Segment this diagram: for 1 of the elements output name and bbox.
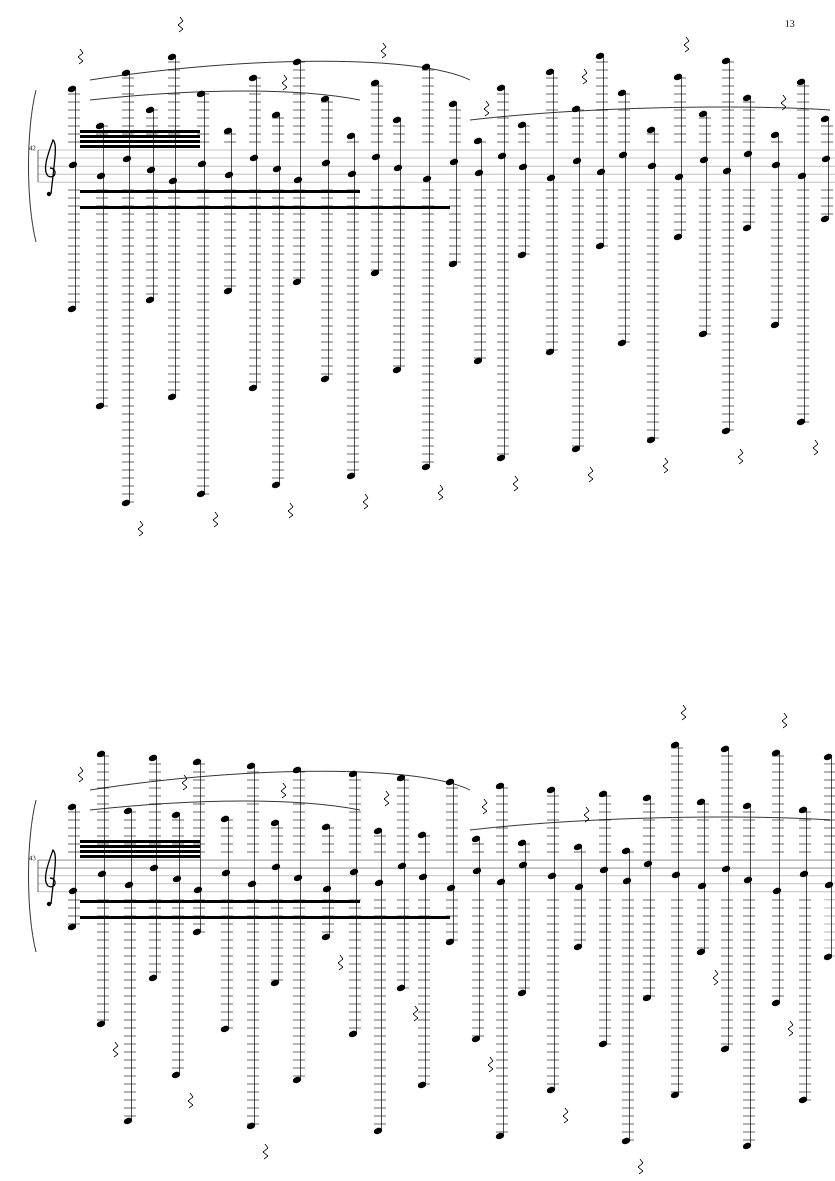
page-number: 13 — [785, 20, 795, 27]
